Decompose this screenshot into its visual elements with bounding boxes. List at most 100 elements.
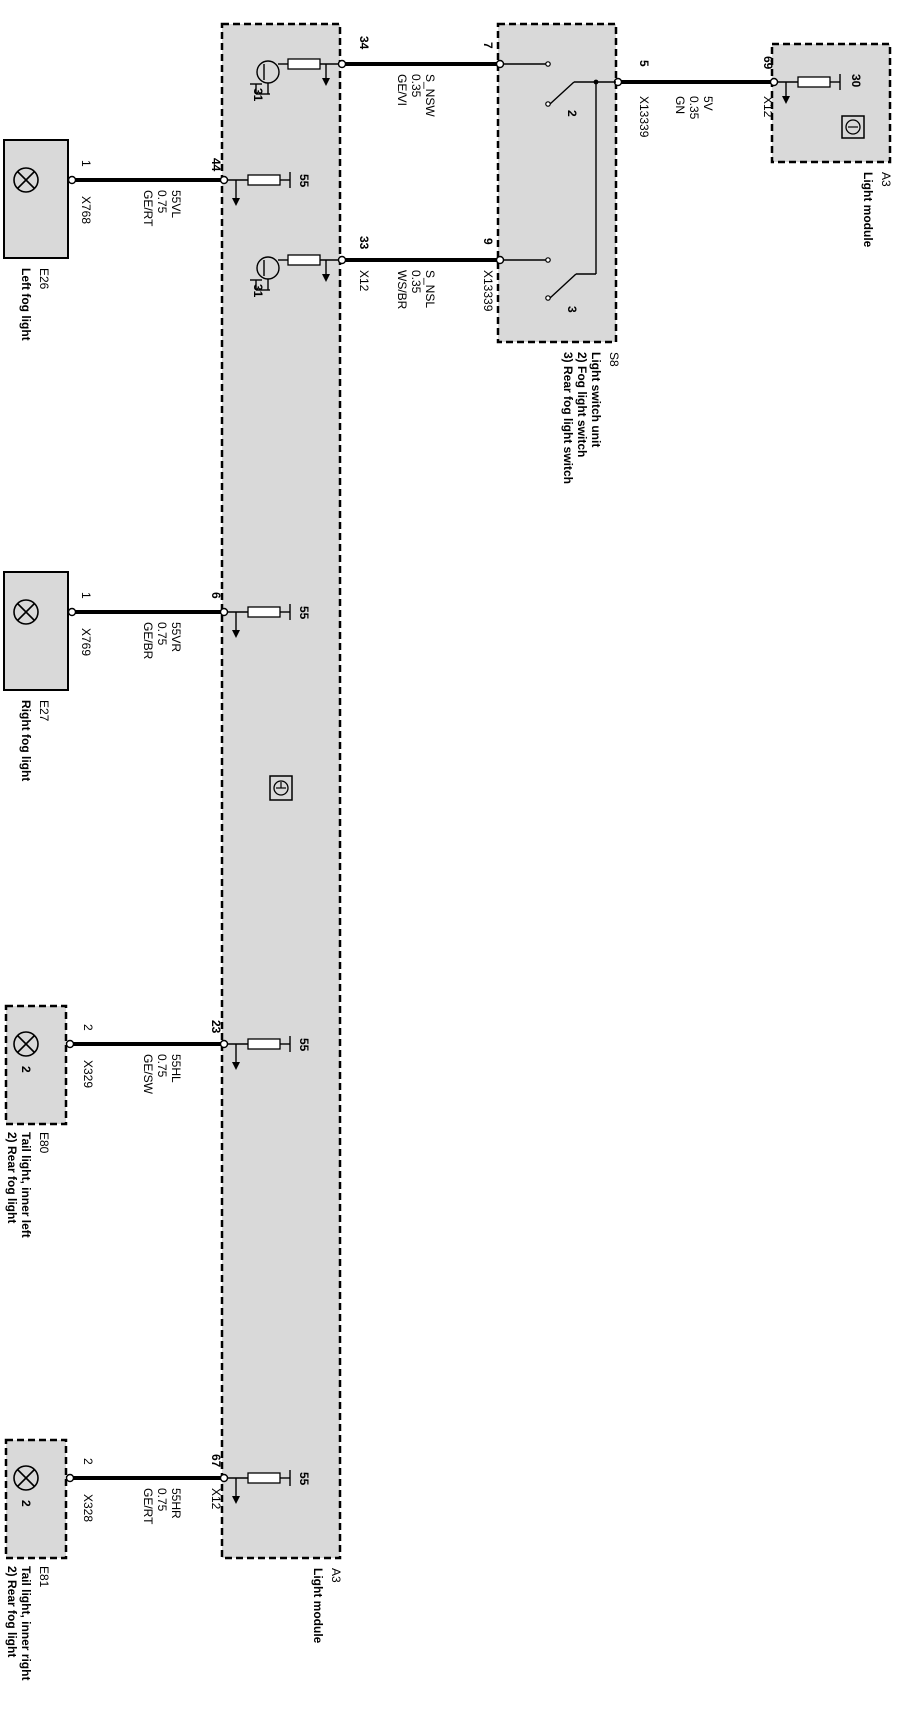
w-rl-color: GE/SW (141, 1054, 155, 1095)
w-nsl-color: WS/BR (395, 270, 409, 310)
w-nsw-size: 0.35 (409, 74, 423, 98)
driver-rear-left (228, 1036, 291, 1070)
w-rl-term: 55 (297, 1038, 311, 1052)
e81-box (4, 1438, 68, 1560)
s8-connector-bottom: X13339 (481, 270, 495, 312)
e80-box (4, 1004, 68, 1126)
input-stage-nsw (250, 58, 338, 95)
s8-connector-top: X13339 (637, 96, 651, 138)
e27-pin: 1 (79, 592, 93, 599)
w-nsl-size: 0.35 (409, 270, 423, 294)
module-symbol-icon (269, 775, 293, 801)
lamp-e26-icon (13, 167, 39, 193)
e27-id: E27 (37, 700, 51, 722)
s8-name: Light switch unit (589, 352, 603, 447)
driver-front-left (228, 172, 291, 206)
e27-box (3, 571, 69, 691)
a3s-id: A3 (879, 172, 893, 187)
w-nsw-signal: S_NSW (423, 74, 437, 117)
e26-connector: X768 (79, 196, 93, 224)
w-rr-signal: 55HR (169, 1488, 183, 1519)
a3s-terminal: 30 (849, 74, 863, 88)
w-5v-size: 0.35 (687, 96, 701, 120)
e27-name: Right fog light (19, 700, 33, 781)
a3s-connector: X12 (761, 96, 775, 118)
w-fr-term: 55 (297, 606, 311, 620)
e26-name: Left fog light (19, 268, 33, 341)
input-stage-nsl (250, 254, 338, 291)
e27-connector: X769 (79, 628, 93, 656)
driver-rear-right (228, 1470, 291, 1504)
lamp-e80-icon (13, 1031, 39, 1057)
lamp-e81-icon (13, 1465, 39, 1491)
e26-box (3, 139, 69, 259)
driver-front-right (228, 604, 291, 638)
e80-id: E80 (37, 1132, 51, 1154)
w-fr-pin: 6 (209, 592, 223, 599)
w-5v-color: GN (673, 96, 687, 114)
w-nsw-color: GE/VI (395, 74, 409, 106)
wire-rear-right (65, 1473, 229, 1483)
s8-pin5: 5 (637, 60, 651, 67)
e26-pin: 1 (79, 160, 93, 167)
w-fl-signal: 55VL (169, 190, 183, 218)
s8-sub3: 3) Rear fog light switch (561, 352, 575, 484)
w-5v-signal: 5V (701, 96, 715, 111)
lamp-e27-icon (13, 599, 39, 625)
switch-contacts (504, 61, 616, 301)
w-rl-pin: 23 (209, 1020, 223, 1034)
a3-small-module-box (770, 42, 892, 164)
wire-front-left (67, 175, 229, 185)
w-rr-color: GE/RT (141, 1488, 155, 1525)
w-nsw-term: 31 (251, 88, 265, 102)
e80-pin: 2 (81, 1024, 95, 1031)
a3-id: A3 (329, 1568, 343, 1583)
e80-name2: 2) Rear fog light (5, 1132, 19, 1223)
e26-id: E26 (37, 268, 51, 290)
w-fl-pin: 44 (209, 158, 223, 172)
wire-rear-left (65, 1039, 229, 1049)
w-rr-pin: 67 (209, 1454, 223, 1468)
wire-s-nsl (337, 255, 505, 265)
s8-pin9: 9 (481, 238, 495, 245)
a3-small-input (778, 74, 841, 104)
s8-id: S8 (607, 352, 621, 367)
w-rr-size: 0.75 (155, 1488, 169, 1512)
w-fr-signal: 55VR (169, 622, 183, 652)
small-module-symbol-icon (841, 115, 865, 139)
e81-id: E81 (37, 1566, 51, 1588)
wire-5v (613, 77, 779, 87)
a3s-name: Light module (861, 172, 875, 248)
e81-pin: 2 (81, 1458, 95, 1465)
w-nsw-pin: 34 (357, 36, 371, 50)
wire-s-nsw (337, 59, 505, 69)
e80-sub: 2 (19, 1066, 33, 1073)
s8-sw2: 2 (565, 110, 579, 117)
s8-pin7: 7 (481, 42, 495, 49)
e81-connector: X328 (81, 1494, 95, 1522)
a3s-pin: 69 (761, 56, 775, 70)
wire-front-right (67, 607, 229, 617)
s8-sw3: 3 (565, 306, 579, 313)
e80-name1: Tail light, inner left (19, 1132, 33, 1238)
a3-name: Light module (311, 1568, 325, 1644)
s8-switch-unit-box (496, 22, 618, 344)
w-rl-size: 0.75 (155, 1054, 169, 1078)
w-fr-color: GE/BR (141, 622, 155, 660)
w-fl-size: 0.75 (155, 190, 169, 214)
w-rr-term: 55 (297, 1472, 311, 1486)
e81-sub: 2 (19, 1500, 33, 1507)
a3-light-module-box (220, 22, 342, 1560)
e81-name1: Tail light, inner right (19, 1566, 33, 1680)
w-rl-signal: 55HL (169, 1054, 183, 1083)
w-fr-size: 0.75 (155, 622, 169, 646)
w-nsl-connector: X12 (357, 270, 371, 292)
w-nsl-pin: 33 (357, 236, 371, 250)
w-nsl-term: 31 (251, 284, 265, 298)
w-rr-connector: X12 (209, 1488, 223, 1510)
w-nsl-signal: S_NSL (423, 270, 437, 308)
e80-connector: X329 (81, 1060, 95, 1088)
w-fl-color: GE/RT (141, 190, 155, 227)
